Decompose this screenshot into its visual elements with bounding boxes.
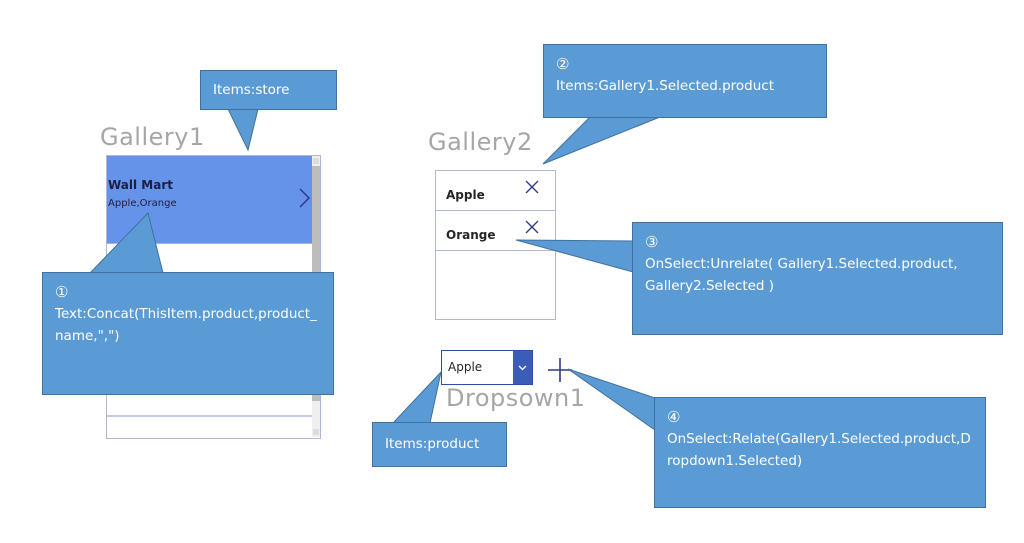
dropdown1-label: Dropsown1 <box>446 384 586 412</box>
gallery2-item-text: Orange <box>446 228 496 242</box>
chevron-right-icon[interactable] <box>295 186 313 210</box>
gallery1-label: Gallery1 <box>100 123 205 151</box>
chevron-down-icon <box>518 365 527 371</box>
callout-number: ② <box>556 55 570 73</box>
dropdown1-button[interactable] <box>513 351 532 384</box>
gallery1-selected-row[interactable]: Wall Mart Apple,Orange <box>107 156 312 244</box>
gallery2-row[interactable]: Orange <box>436 211 555 251</box>
callout-2-tail <box>542 116 661 165</box>
callout-text: OnSelect:Relate(Gallery1.Selected.produc… <box>667 431 971 469</box>
scroll-down-arrow-icon[interactable] <box>313 429 319 435</box>
gallery1-row-divider <box>107 415 312 417</box>
callout-text: Items:product <box>385 436 480 452</box>
gallery1-item-subtitle: Apple,Orange <box>108 198 177 209</box>
callout-number: ④ <box>667 408 681 426</box>
callout-3: ③ OnSelect:Unrelate( Gallery1.Selected.p… <box>632 222 1003 335</box>
callout-text: Text:Concat(ThisItem.product,product_nam… <box>55 306 317 344</box>
callout-1: ① Text:Concat(ThisItem.product,product_n… <box>42 272 334 395</box>
callout-items-store-tail <box>227 108 259 152</box>
callout-text: Items:Gallery1.Selected.product <box>556 78 775 94</box>
dropdown1-selected-value: Apple <box>448 360 483 374</box>
callout-items-product: Items:product <box>372 422 507 467</box>
scroll-up-arrow-icon[interactable] <box>313 158 319 164</box>
callout-number: ③ <box>645 233 659 251</box>
dropdown1[interactable]: Apple <box>441 350 533 385</box>
callout-text: Items:store <box>213 82 290 98</box>
callout-2: ② Items:Gallery1.Selected.product <box>543 44 827 118</box>
close-icon[interactable] <box>524 179 540 195</box>
gallery2[interactable]: Apple Orange <box>435 170 556 320</box>
gallery2-row[interactable]: Apple <box>436 171 555 211</box>
close-icon[interactable] <box>524 219 540 235</box>
gallery1-item-title: Wall Mart <box>108 178 174 192</box>
callout-number: ① <box>55 283 69 301</box>
gallery2-label: Gallery2 <box>428 128 533 156</box>
callout-items-product-tail <box>391 370 442 424</box>
callout-items-store: Items:store <box>200 70 337 110</box>
callout-4: ④ OnSelect:Relate(Gallery1.Selected.prod… <box>654 397 986 508</box>
plus-icon[interactable] <box>547 357 573 383</box>
gallery2-item-text: Apple <box>446 188 485 202</box>
callout-text: OnSelect:Unrelate( Gallery1.Selected.pro… <box>645 256 958 294</box>
